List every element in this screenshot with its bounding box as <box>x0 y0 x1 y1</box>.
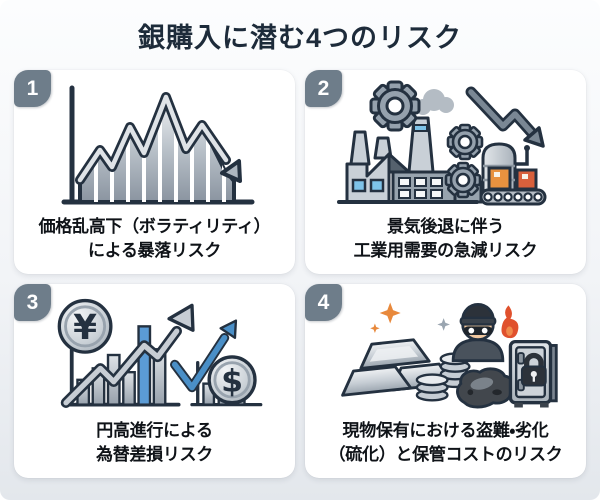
risk-card-3: 3 <box>14 284 295 478</box>
safe-icon <box>508 339 558 408</box>
exchange-rate-icon: ¥ $ <box>57 298 263 408</box>
flame-icon <box>501 304 519 338</box>
card-illustration-area <box>14 70 295 215</box>
risk-card-1: 1 <box>14 70 295 274</box>
smoke-cloud-icon <box>414 88 454 115</box>
gear-icon <box>369 80 420 132</box>
card-number-badge: 4 <box>305 284 342 321</box>
card-caption: 景気後退に伴う 工業用需要の急減リスク <box>353 217 538 260</box>
card-illustration-area <box>305 284 586 419</box>
volatility-chart-icon <box>61 85 254 205</box>
blue-exchange-arrow-icon <box>169 318 237 392</box>
svg-text:¥: ¥ <box>73 307 97 347</box>
storage-theft-icon <box>341 302 558 408</box>
card-caption: 現物保有における盗難・劣化 （硫化）と保管コストのリスク <box>328 421 563 464</box>
yen-coin-icon: ¥ <box>57 298 113 354</box>
card-number-badge: 3 <box>14 284 51 321</box>
card-illustration-area <box>305 70 586 215</box>
card-caption: 価格乱高下（ボラティリティ） による暴落リスク <box>38 217 271 260</box>
card-number-badge: 2 <box>305 70 342 107</box>
card-number-badge: 1 <box>14 70 51 107</box>
tarnished-silver-icon <box>456 366 516 408</box>
gear-icon <box>446 123 483 160</box>
risk-card-grid: 1 <box>0 70 600 492</box>
conveyor-belt-icon <box>479 188 546 206</box>
rising-arrow-icon <box>60 303 195 408</box>
risk-card-2: 2 <box>305 70 586 274</box>
card-caption: 円高進行による 為替差損リスク <box>96 421 213 464</box>
header: 銀購入に潜む4つのリスク <box>0 0 600 70</box>
thief-icon <box>451 302 505 362</box>
gear-icon <box>444 161 481 198</box>
page-title: 銀購入に潜む4つのリスク <box>137 22 462 53</box>
crash-arrow-icon <box>74 91 242 185</box>
card-illustration-area: ¥ $ <box>14 284 295 419</box>
padlock-icon <box>520 352 547 387</box>
decline-arrow-icon <box>465 86 545 148</box>
factory-demand-decline-icon <box>336 80 546 206</box>
dollar-coin-icon: $ <box>207 354 257 404</box>
risk-card-4: 4 <box>305 284 586 478</box>
svg-text:$: $ <box>221 363 243 399</box>
